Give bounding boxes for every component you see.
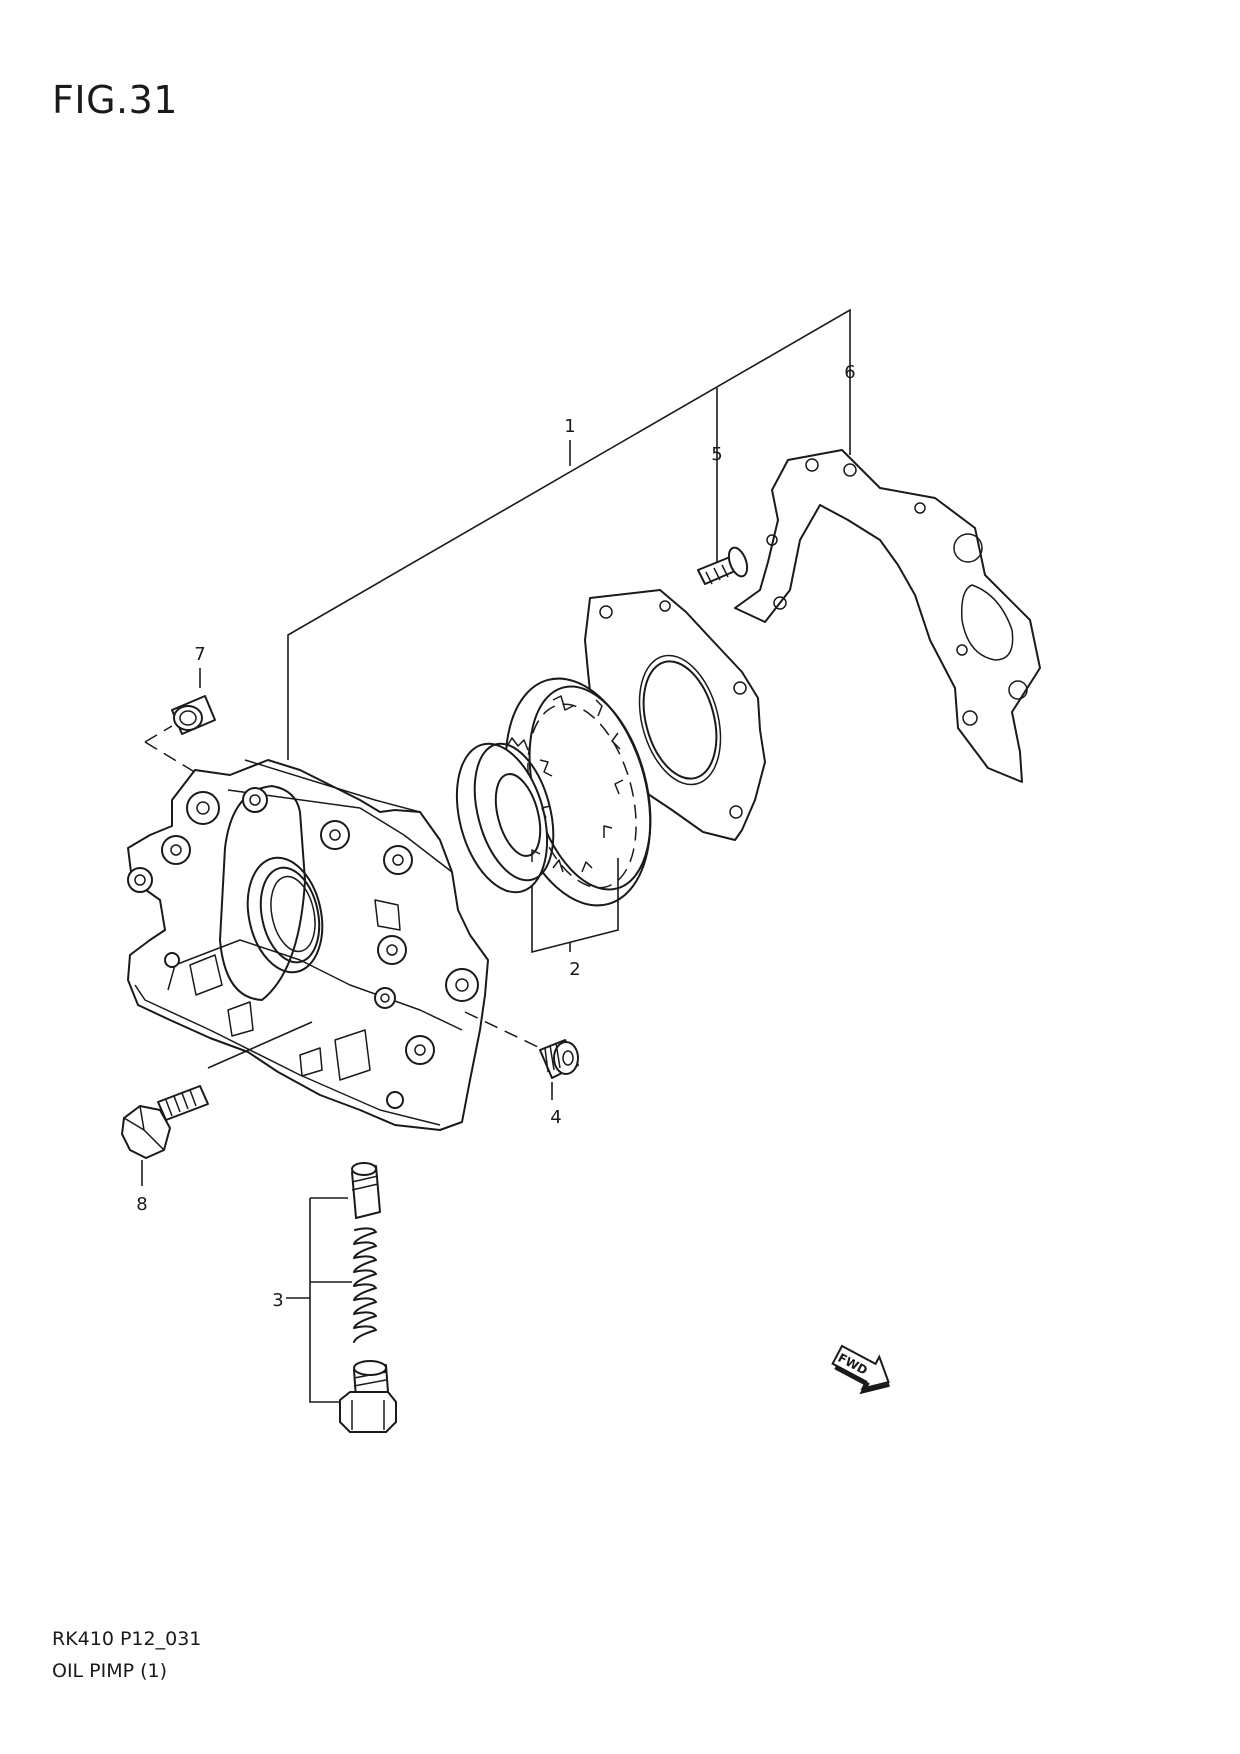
- callout-7: 7: [194, 644, 205, 665]
- callout-6: 6: [844, 362, 855, 383]
- callout-5: 5: [711, 444, 722, 465]
- oil-pump-body[interactable]: [127, 759, 489, 1131]
- inner-rotor[interactable]: [442, 734, 567, 903]
- screw-part-5[interactable]: [697, 545, 751, 585]
- diagram-code: RK410 P12_031: [52, 1628, 202, 1650]
- callout-labels: 1 2 3 4 5 6 7 8: [136, 362, 855, 1311]
- callout-1: 1: [564, 416, 575, 437]
- leader-part-2: [531, 858, 619, 954]
- leader-group-1-5-6: [287, 308, 851, 760]
- callout-8: 8: [136, 1194, 147, 1215]
- fwd-arrow-icon: FWD: [831, 1344, 890, 1395]
- dowel-pin-part-7[interactable]: [144, 668, 216, 781]
- plug-part-4[interactable]: [464, 1011, 579, 1100]
- relief-valve-set-part-3[interactable]: [286, 1162, 397, 1433]
- diagram-name: OIL PIMP (1): [52, 1660, 168, 1682]
- figure-title: FIG.31: [52, 78, 178, 122]
- callout-2: 2: [569, 959, 580, 980]
- callout-3: 3: [272, 1290, 283, 1311]
- bolt-part-8[interactable]: [121, 1021, 313, 1186]
- gasket-part-6[interactable]: [734, 449, 1041, 783]
- callout-4: 4: [550, 1107, 561, 1128]
